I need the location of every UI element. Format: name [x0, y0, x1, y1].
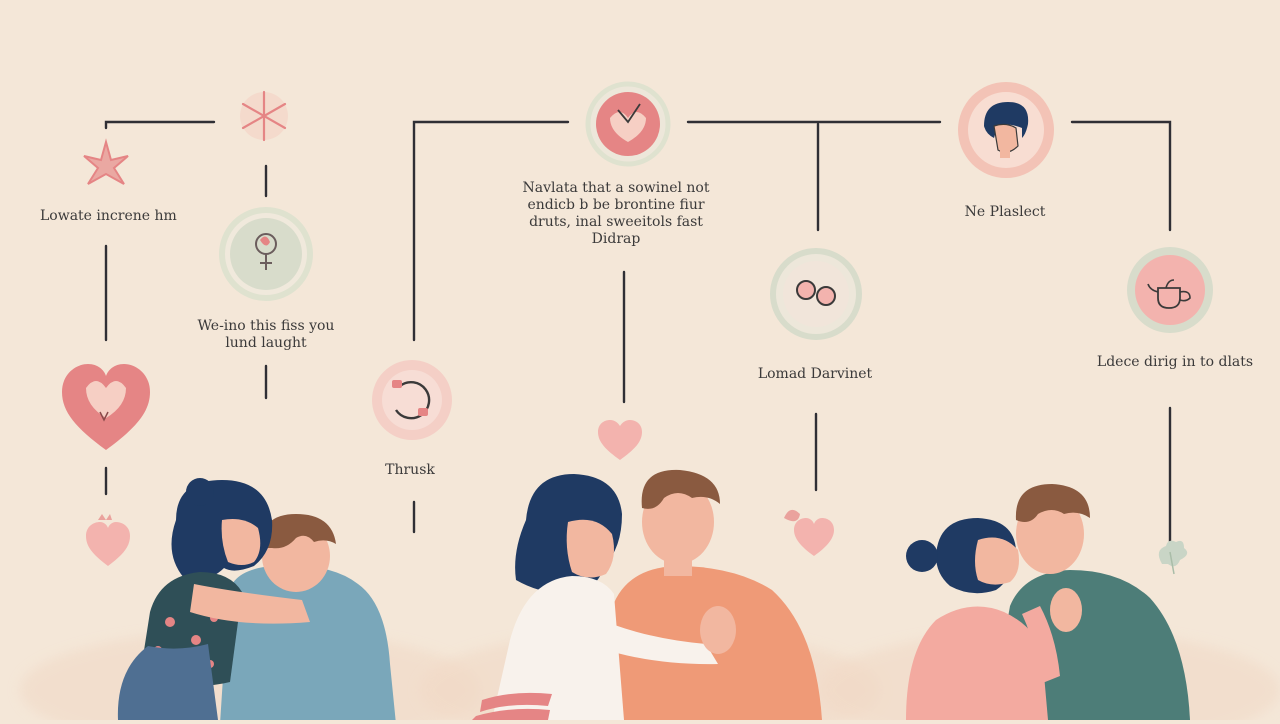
label-thrusk-text: Thrusk [385, 462, 435, 478]
broken-heart-icon [585, 81, 671, 167]
heart-icon [62, 364, 150, 450]
couple-right-illustration [906, 484, 1190, 720]
label-weino-line2: lund laught [225, 335, 307, 351]
label-ldece: Ldece dirig in to dlats [1090, 354, 1260, 371]
label-navlata-line1: Navlata that a sowinel not [522, 180, 710, 196]
connector-right [1070, 120, 1172, 232]
teapot-icon [1127, 247, 1213, 333]
couple-center-illustration [472, 469, 822, 720]
star-icon [83, 138, 129, 185]
label-ne-plaslect-text: Ne Plaslect [964, 204, 1046, 220]
label-navlata-line3: druts, inal sweeitols fast [529, 214, 703, 230]
label-lowate-text: Lowate increne hm [40, 208, 177, 224]
connector-left-top [104, 120, 216, 130]
label-navlata-line2: endicb b be brontine fiur [527, 197, 705, 213]
heart-icon [86, 514, 130, 566]
label-lomad-text: Lomad Darvinet [757, 366, 873, 382]
label-weino-line1: We-ino this fiss you [197, 318, 335, 334]
label-ne-plaslect: Ne Plaslect [950, 204, 1060, 221]
label-lowate: Lowate increne hm [40, 208, 177, 225]
label-thrusk: Thrusk [370, 462, 450, 479]
label-navlata: Navlata that a sowinel not endicb b be b… [516, 180, 716, 248]
label-weino: We-ino this fiss you lund laught [186, 318, 346, 352]
face-icon [958, 82, 1054, 178]
heart-icon [598, 420, 642, 460]
heart-icon [784, 509, 834, 556]
connector-lines [104, 120, 1172, 550]
leaf-icon [1158, 540, 1188, 575]
label-ldece-text: Ldece dirig in to dlats [1096, 354, 1254, 370]
rings-icon [770, 248, 862, 340]
sparkle-icon [240, 90, 288, 142]
label-navlata-line4: Didrap [591, 231, 641, 247]
refresh-icon [372, 360, 452, 440]
connector-col3 [412, 120, 570, 342]
couple-left-illustration [117, 478, 396, 724]
label-lomad: Lomad Darvinet [750, 366, 880, 383]
venus-icon [219, 207, 313, 301]
